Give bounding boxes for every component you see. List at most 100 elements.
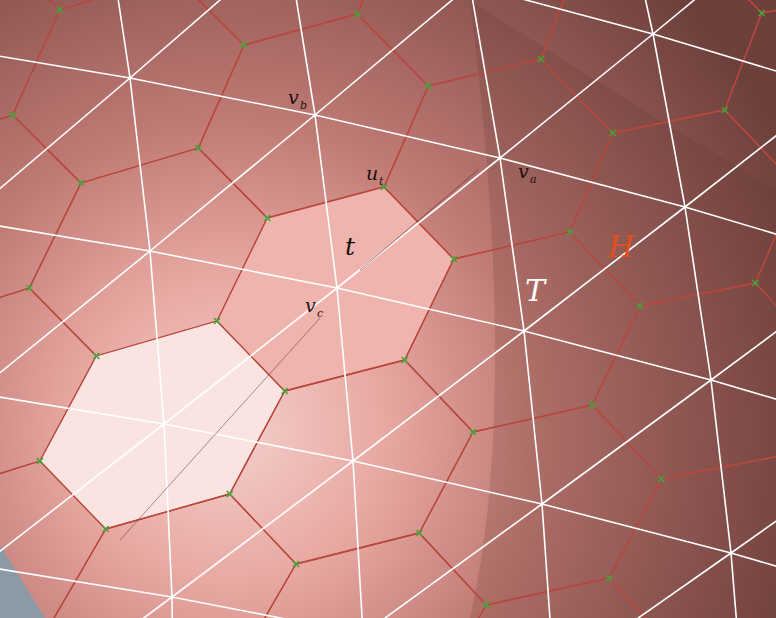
dual-vertex xyxy=(470,429,476,435)
triangle-edge xyxy=(685,207,776,262)
leader-line xyxy=(360,170,478,270)
triangle-edge xyxy=(542,380,711,504)
triangle-edge xyxy=(470,0,500,158)
dual-vertex xyxy=(37,458,43,464)
element-label: a xyxy=(530,174,537,185)
dual-vertex xyxy=(538,56,544,62)
triangle-vertex xyxy=(709,378,713,382)
triangle-vertex xyxy=(162,422,166,426)
element-label: u xyxy=(366,164,378,183)
triangle-edge xyxy=(0,424,164,566)
triangle-edge xyxy=(353,461,363,618)
dual-cell xyxy=(174,0,397,45)
dual-vertex xyxy=(93,353,99,359)
triangle-edge xyxy=(542,504,554,618)
triangle-edge xyxy=(731,435,776,553)
triangle-vertex xyxy=(128,76,132,80)
triangle-edge xyxy=(524,331,542,504)
triangle-edge xyxy=(711,380,731,553)
triangle-edge xyxy=(470,0,653,34)
triangle-edge xyxy=(0,47,130,78)
dual-vertex xyxy=(195,145,201,151)
triangle-edge xyxy=(0,220,150,251)
triangle-vertex xyxy=(651,32,655,36)
dual-vertex xyxy=(722,107,728,113)
dual-cell xyxy=(755,167,776,359)
dual-vertex xyxy=(26,285,32,291)
dual-vertex xyxy=(637,303,643,309)
triangle-vertex xyxy=(351,459,355,463)
triangle-edge xyxy=(711,380,776,435)
shadow xyxy=(470,0,776,618)
triangle-edge xyxy=(150,251,337,288)
triangle-edge xyxy=(172,597,363,618)
dual-vertex xyxy=(658,476,664,482)
dual-vertex xyxy=(589,402,595,408)
element-label: v xyxy=(305,296,316,315)
dual-cell xyxy=(725,0,776,186)
triangle-vertex xyxy=(729,551,733,555)
dual-cell xyxy=(609,456,776,618)
dual-cell xyxy=(541,0,762,133)
triangle-edge xyxy=(0,597,172,618)
dual-vertex xyxy=(759,10,765,16)
triangle-vertex xyxy=(522,329,526,333)
triangle-edge xyxy=(685,89,776,207)
triangle-edge xyxy=(315,115,500,158)
triangle-edge xyxy=(731,553,745,618)
element-label: b xyxy=(300,100,307,111)
triangle-edge xyxy=(337,158,500,288)
mesh-name: T xyxy=(525,276,545,306)
triangle-edge xyxy=(731,553,776,608)
triangle-edge xyxy=(337,288,524,331)
triangle-edge xyxy=(500,34,653,158)
triangle-edge xyxy=(524,207,685,331)
dual-vertex xyxy=(241,42,247,48)
dual-vertex xyxy=(567,229,573,235)
dual-cell xyxy=(357,0,579,86)
element-label: v xyxy=(518,162,529,181)
element-label: t xyxy=(379,176,383,187)
triangle-edge xyxy=(104,0,130,78)
dual-cell xyxy=(592,283,776,479)
triangle-vertex xyxy=(498,156,502,160)
dual-vertex xyxy=(103,526,109,532)
triangle-edge xyxy=(0,251,150,393)
triangle-edge xyxy=(150,251,164,424)
triangle-edge xyxy=(0,566,172,597)
triangle-vertex xyxy=(683,205,687,209)
triangle-edge xyxy=(524,331,711,380)
dual-vertex xyxy=(752,280,758,286)
triangle-edge xyxy=(164,288,337,424)
triangle-edge xyxy=(164,424,172,597)
dual-vertex xyxy=(282,388,288,394)
triangle-edge xyxy=(554,553,731,618)
dual-vertex xyxy=(483,602,489,608)
element-label: v xyxy=(288,88,299,107)
triangle-edge xyxy=(337,288,353,461)
triangle-edge xyxy=(172,597,174,618)
triangle-edge xyxy=(685,207,711,380)
dual-vertex xyxy=(606,575,612,581)
triangle-edge xyxy=(164,424,353,461)
triangle-edge xyxy=(363,504,542,618)
leader-line xyxy=(120,318,320,540)
triangle-edge xyxy=(0,78,130,220)
dual-vertex xyxy=(57,7,63,13)
dual-cell xyxy=(0,115,81,327)
triangle-edge xyxy=(711,262,776,380)
triangle-edge xyxy=(315,115,337,288)
triangle-vertex xyxy=(335,286,339,290)
triangle-edge xyxy=(130,78,150,251)
triangle-edge xyxy=(287,0,315,115)
dual-cell xyxy=(0,0,215,10)
triangle-edge xyxy=(653,34,776,89)
element-label: t xyxy=(345,234,355,259)
triangle-edge xyxy=(315,0,470,115)
dual-vertex xyxy=(610,130,616,136)
triangle-edge xyxy=(150,115,315,251)
triangle-edge xyxy=(500,158,524,331)
triangle-vertex xyxy=(313,113,317,117)
